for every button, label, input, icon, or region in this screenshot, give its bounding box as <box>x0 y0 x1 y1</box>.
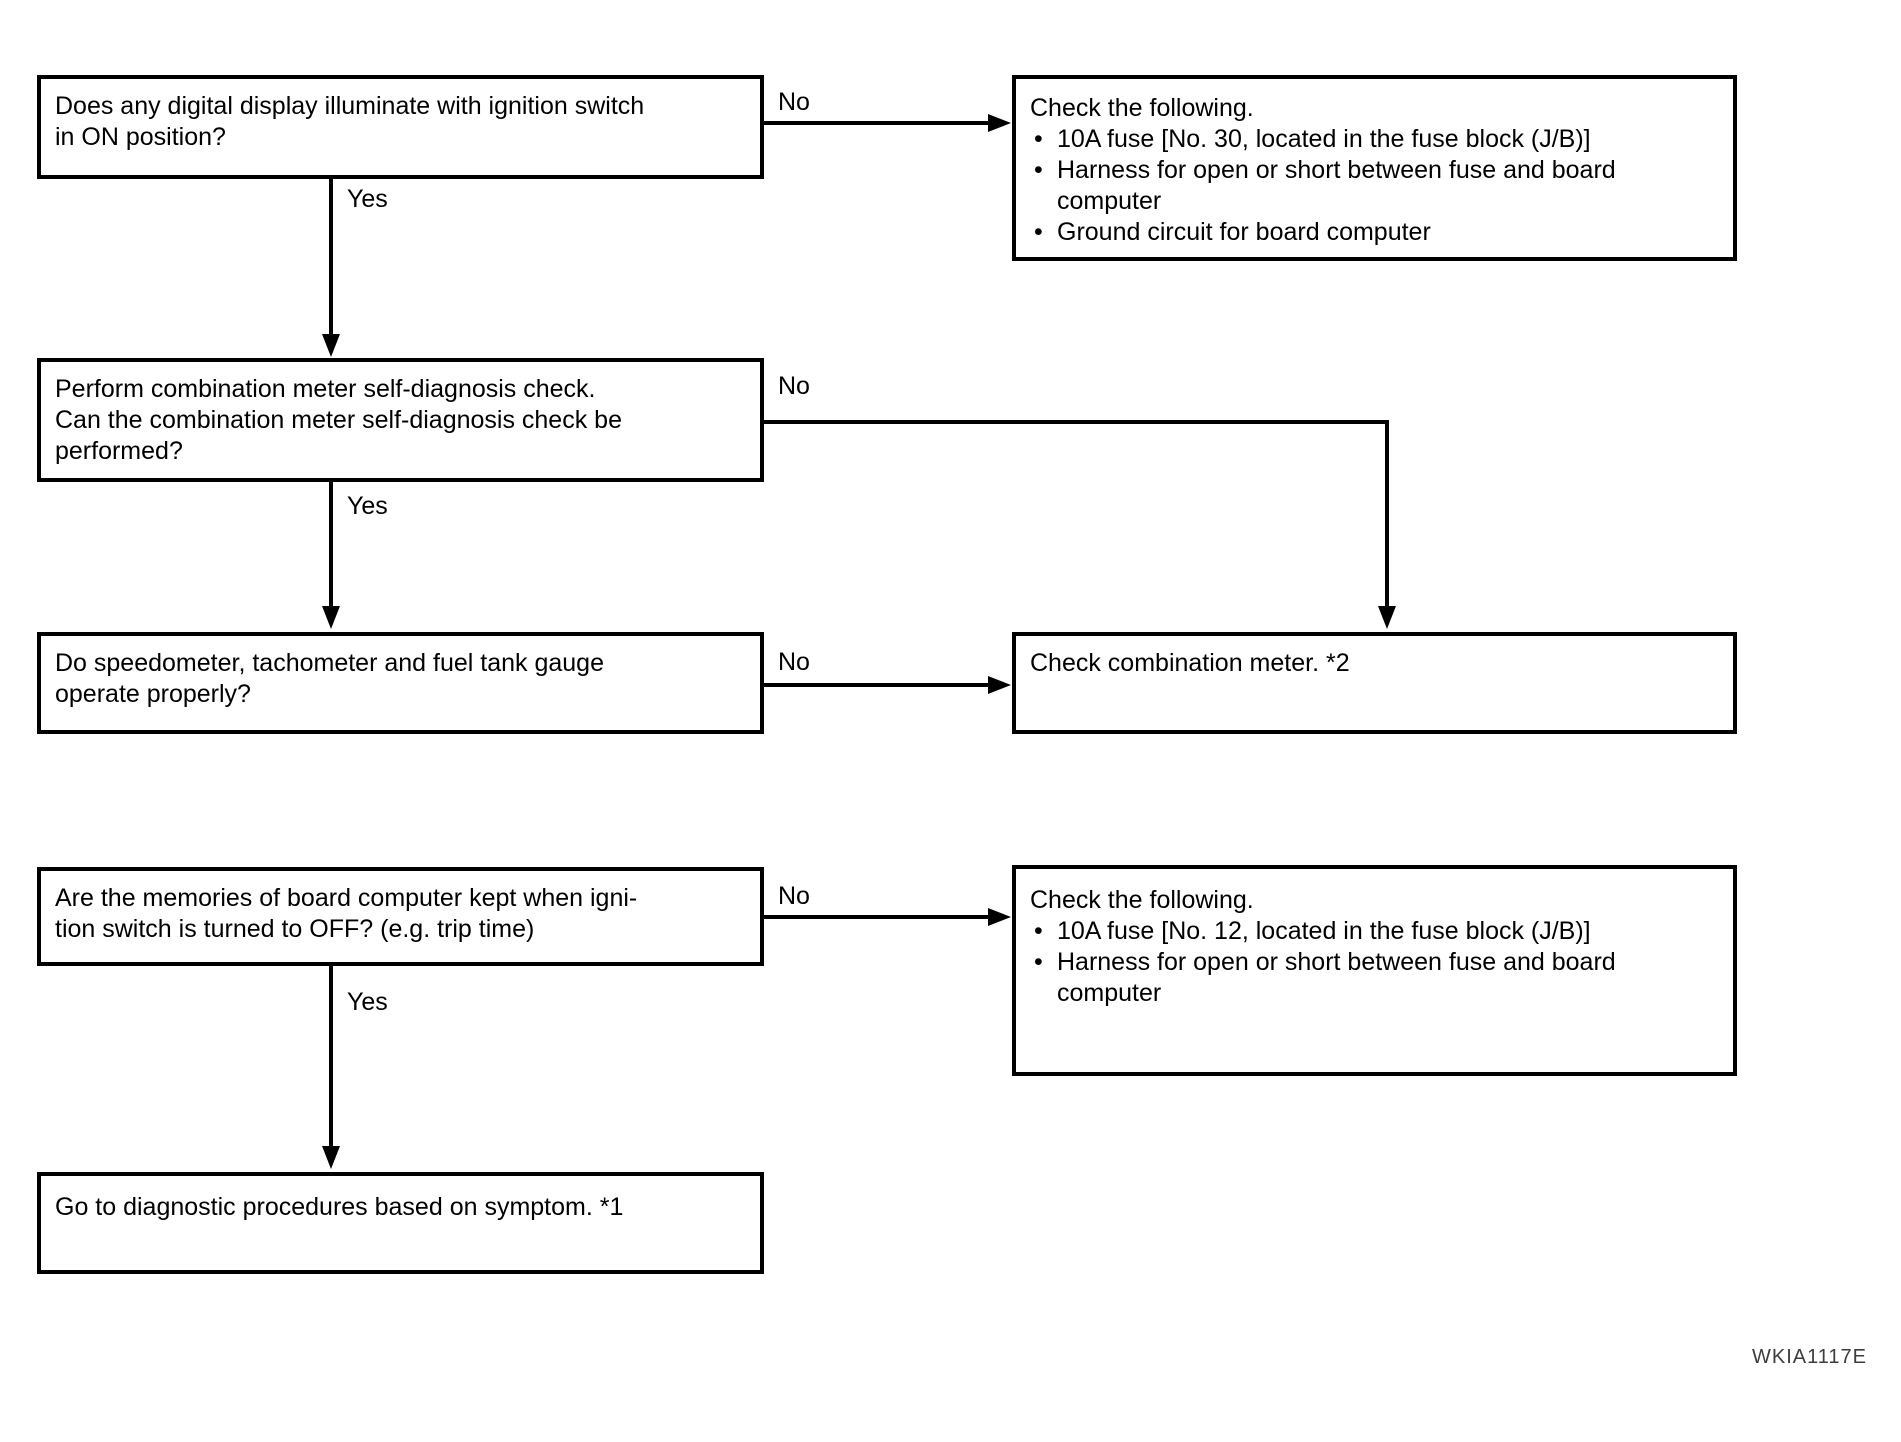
box-bullet-item: 10A fuse [No. 12, located in the fuse bl… <box>1030 916 1719 947</box>
flowchart-box-a1: Check the following. 10A fuse [No. 30, l… <box>1012 75 1737 261</box>
no-label: No <box>778 882 810 910</box>
flowchart-box-q2: Perform combination meter self-diagnosis… <box>37 358 764 482</box>
flowchart-box-a2: Check combination meter. *2 <box>1012 632 1737 734</box>
arrow-down-icon <box>322 606 340 629</box>
arrow-down-icon <box>1378 606 1396 629</box>
arrow-down-icon <box>322 1146 340 1169</box>
box-text-line: Check the following. <box>1030 886 1254 914</box>
box-text-line: performed? <box>55 437 183 465</box>
box-text-line: Go to diagnostic procedures based on sym… <box>55 1193 624 1221</box>
connector-no3-line <box>763 683 990 687</box>
flowchart-box-end: Go to diagnostic procedures based on sym… <box>37 1172 764 1274</box>
yes-label: Yes <box>347 988 388 1016</box>
box-text-line: Do speedometer, tachometer and fuel tank… <box>55 649 604 677</box>
arrow-right-icon <box>988 908 1011 926</box>
connector-no2-vline <box>1385 420 1389 608</box>
box-text-line: Check the following. <box>1030 94 1254 122</box>
box-text-line: Are the memories of board computer kept … <box>55 884 638 912</box>
box-text-line: Check combination meter. *2 <box>1030 649 1350 677</box>
flowchart-box-q3: Do speedometer, tachometer and fuel tank… <box>37 632 764 734</box>
box-bullet-item: Harness for open or short between fuse a… <box>1030 947 1719 978</box>
connector-yes4-line <box>329 966 333 1148</box>
no-label: No <box>778 648 810 676</box>
box-text-line: tion switch is turned to OFF? (e.g. trip… <box>55 915 535 943</box>
arrow-right-icon <box>988 676 1011 694</box>
connector-no2-hline <box>763 420 1389 424</box>
box-text-line: in ON position? <box>55 123 226 151</box>
no-label: No <box>778 372 810 400</box>
box-text-line: operate properly? <box>55 680 251 708</box>
arrow-down-icon <box>322 334 340 357</box>
box-bullet-item: Ground circuit for board computer <box>1030 217 1719 248</box>
box-bullet-item: 10A fuse [No. 30, located in the fuse bl… <box>1030 124 1719 155</box>
flowchart-box-q1: Does any digital display illuminate with… <box>37 75 764 179</box>
connector-yes1-line <box>329 179 333 336</box>
arrow-right-icon <box>988 114 1011 132</box>
flowchart-box-q4: Are the memories of board computer kept … <box>37 867 764 966</box>
box-text-line: Can the combination meter self-diagnosis… <box>55 406 622 434</box>
box-text-line: Perform combination meter self-diagnosis… <box>55 375 596 403</box>
yes-label: Yes <box>347 185 388 213</box>
box-text-line: Does any digital display illuminate with… <box>55 92 645 120</box>
flowchart-box-a3: Check the following. 10A fuse [No. 12, l… <box>1012 865 1737 1076</box>
connector-no1-line <box>763 121 990 125</box>
connector-no4-line <box>763 915 990 919</box>
box-text-line: computer <box>1057 979 1162 1007</box>
figure-code: WKIA1117E <box>1752 1346 1867 1368</box>
box-bullet-item: Harness for open or short between fuse a… <box>1030 155 1719 186</box>
no-label: No <box>778 88 810 116</box>
yes-label: Yes <box>347 492 388 520</box>
box-text-line: computer <box>1057 187 1162 215</box>
connector-yes2-line <box>329 482 333 608</box>
